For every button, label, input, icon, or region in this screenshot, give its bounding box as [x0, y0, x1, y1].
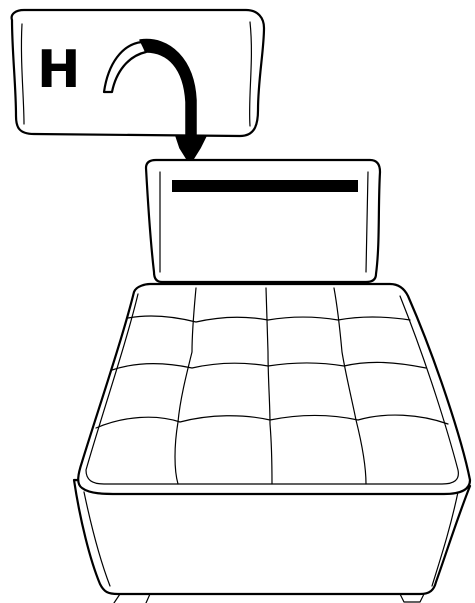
panel-label-h: H	[37, 40, 81, 100]
headboard	[146, 160, 380, 292]
backrest-panel-h: H	[12, 10, 264, 136]
headboard-label-bar	[172, 180, 358, 192]
tufted-seat	[74, 284, 470, 603]
